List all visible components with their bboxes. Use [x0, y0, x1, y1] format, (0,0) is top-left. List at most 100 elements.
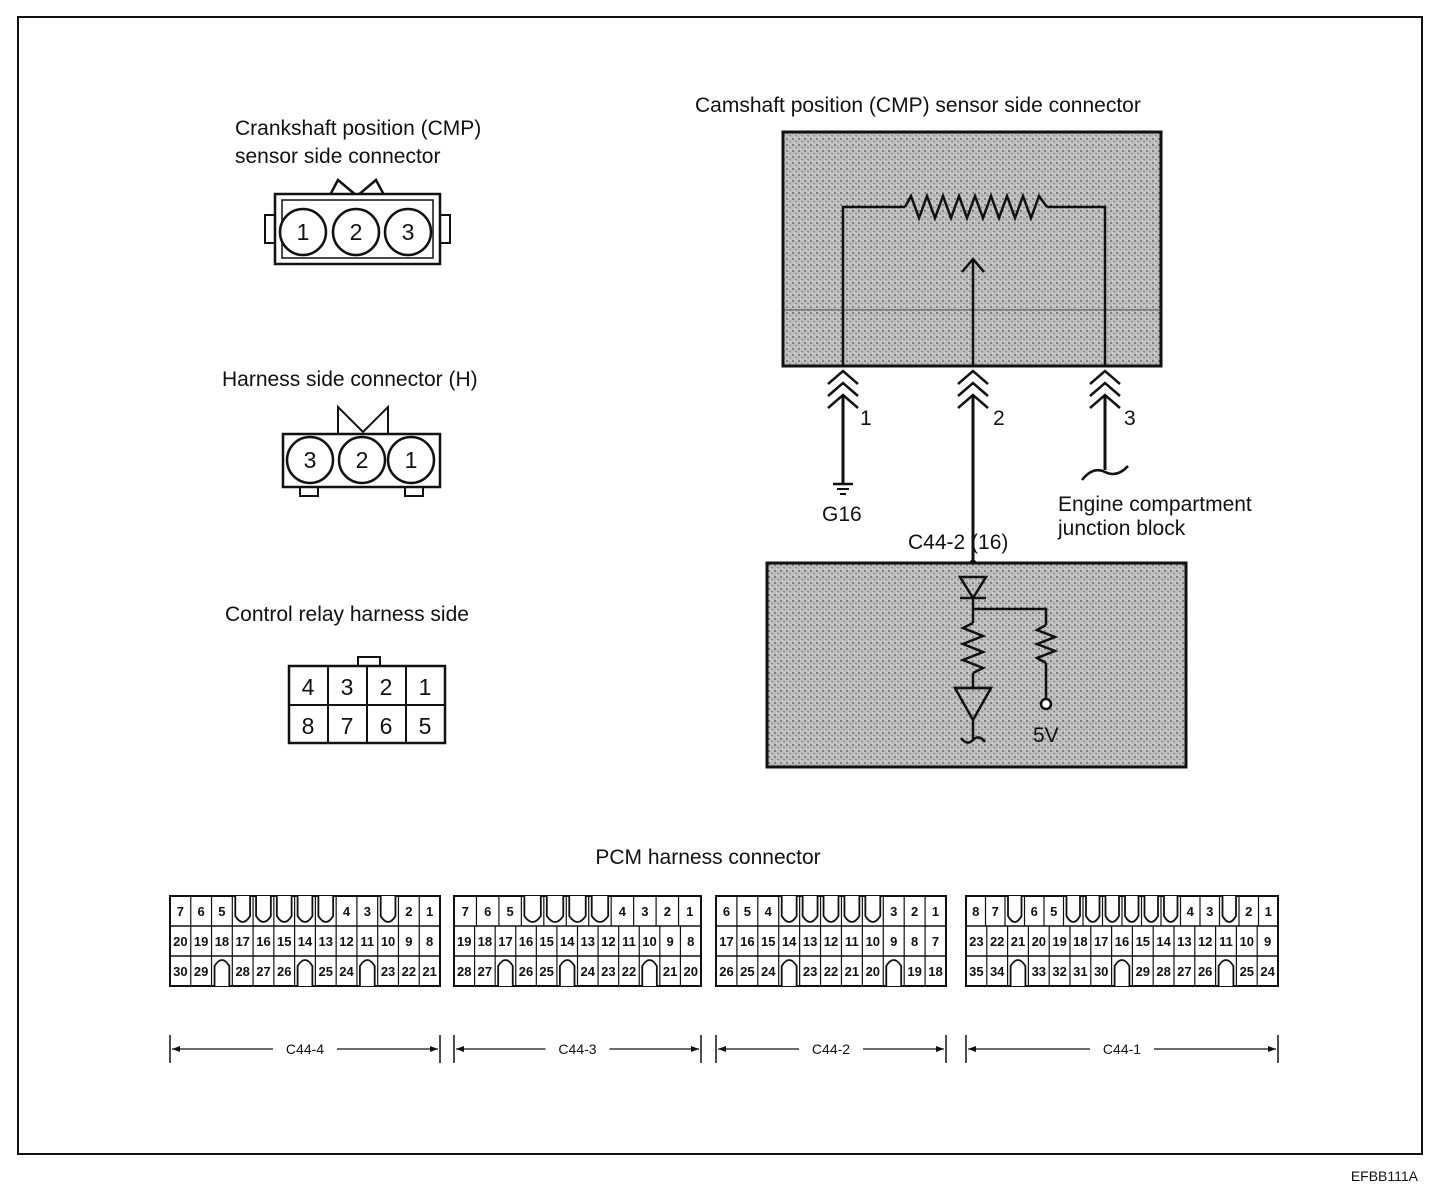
jb-label-line1: Engine compartment — [1058, 493, 1252, 516]
pcm-pin-label: 2 — [1245, 904, 1252, 919]
crank-pin-2: 2 — [350, 219, 363, 245]
pcm-key-notch — [1009, 959, 1027, 986]
pcm-pin-label: 17 — [719, 934, 733, 949]
pcm-pin-label: 5 — [507, 904, 514, 919]
pcm-connector-title: PCM harness connector — [595, 846, 820, 869]
pcm-pin-label: 2 — [664, 904, 671, 919]
crank-connector: Crankshaft position (CMP) sensor side co… — [235, 117, 481, 266]
crank-pin-1: 1 — [297, 219, 310, 245]
pcm-pin-label: 33 — [1032, 964, 1046, 979]
pcm-pin-label: 27 — [256, 964, 270, 979]
pcm-key-notch — [822, 896, 840, 923]
pcm-key-notch — [885, 959, 903, 986]
pcm-key-notch — [559, 959, 576, 986]
pcm-pin-label: 20 — [1032, 934, 1046, 949]
pcm-pin-label: 24 — [581, 964, 596, 979]
pcm-pin-label: 14 — [1156, 934, 1171, 949]
jb-label-line2: junction block — [1057, 517, 1186, 540]
pcm-pin-label: 1 — [686, 904, 693, 919]
pcm-pin-label: 13 — [581, 934, 595, 949]
pcm-pin-label: 14 — [782, 934, 797, 949]
pcm-resistor-icon — [959, 621, 987, 675]
pcm-pin-label: 16 — [740, 934, 754, 949]
pcm-pin-label: 4 — [343, 904, 351, 919]
pcm-pin-label: 23 — [803, 964, 817, 979]
pcm-key-notch — [497, 959, 514, 986]
pcm-pin-label: 28 — [1156, 964, 1170, 979]
pcm-pin-label: 32 — [1052, 964, 1066, 979]
pcm-pin-label: 1 — [1265, 904, 1272, 919]
pcm-key-notch — [1007, 896, 1023, 923]
pcm-pin-label: 18 — [1073, 934, 1087, 949]
pcm-block-label: C44-1 — [1103, 1041, 1141, 1057]
pcm-pin-label: 13 — [1177, 934, 1191, 949]
pcm-pin-label: 30 — [1094, 964, 1108, 979]
pcm-pin-label: 16 — [1115, 934, 1129, 949]
pcm-key-notch — [780, 896, 798, 923]
harness-pin-1: 1 — [405, 447, 418, 473]
pcm-pin-label: 31 — [1073, 964, 1087, 979]
pcm-pin-label: 27 — [478, 964, 492, 979]
pcm-pin-label: 13 — [319, 934, 333, 949]
pcm-key-notch — [255, 896, 272, 923]
pcm-key-notch — [1113, 959, 1131, 986]
pcm-pin-label: 8 — [911, 934, 918, 949]
pcm-pin-label: 5 — [218, 904, 225, 919]
figure-frame — [17, 16, 1423, 1155]
pcm-pin-label: 18 — [478, 934, 492, 949]
pcm-pin-label: 8 — [426, 934, 433, 949]
pcm-pin-label: 2 — [405, 904, 412, 919]
pcm-key-notch — [641, 959, 658, 986]
pcm-pin-label: 28 — [235, 964, 249, 979]
pcm-pin-label: 26 — [1198, 964, 1212, 979]
pcm-key-notch — [359, 959, 376, 986]
pcm-pin-label: 29 — [1136, 964, 1150, 979]
pcm-pin-label: 34 — [990, 964, 1005, 979]
pcm-pin-label: 22 — [622, 964, 636, 979]
pcm-pin-label: 26 — [719, 964, 733, 979]
pcm-key-notch — [801, 896, 819, 923]
pcm-pin-label: 4 — [765, 904, 773, 919]
harness-pin-3: 3 — [304, 447, 317, 473]
pcm-pin-label: 3 — [890, 904, 897, 919]
pcm-key-notch — [1163, 896, 1179, 923]
pcm-pin-label: 6 — [198, 904, 205, 919]
pcm-pin-label: 3 — [641, 904, 648, 919]
pcm-key-notch — [864, 896, 882, 923]
pcm-pin-label: 12 — [824, 934, 838, 949]
pcm-pin-label: 10 — [866, 934, 880, 949]
pcm-key-notch — [275, 896, 293, 923]
pcm-key-notch — [296, 959, 314, 986]
pcm-pin-label: 6 — [484, 904, 491, 919]
pcm-pin-label: 21 — [663, 964, 677, 979]
pcm-pin-label: 10 — [1240, 934, 1254, 949]
pcm-pin-label: 20 — [683, 964, 697, 979]
harness-pin-2: 2 — [356, 447, 369, 473]
pcm-pin-label: 7 — [177, 904, 184, 919]
pcm-key-notch — [1143, 896, 1159, 923]
pcm-pin-label: 16 — [256, 934, 270, 949]
pcm-pin-label: 4 — [619, 904, 627, 919]
pcm-pin-label: 24 — [339, 964, 354, 979]
cmp-schematic: Camshaft position (CMP) sensor side conn… — [695, 94, 1252, 769]
pcm-pin-label: 12 — [601, 934, 615, 949]
pcm-pin-label: 17 — [498, 934, 512, 949]
pcm-key-notch — [296, 896, 314, 923]
pcm-key-notch — [523, 896, 542, 923]
pcm-pin-label: 16 — [519, 934, 533, 949]
pin-3-label: 3 — [1124, 407, 1136, 430]
pcm-pin-label: 22 — [990, 934, 1004, 949]
pcm-pin-label: 15 — [761, 934, 775, 949]
pcm-key-notch — [568, 896, 587, 923]
pcm-pin-label: 19 — [907, 964, 921, 979]
wire-pin-3: 3 Engine compartment junction block — [1057, 369, 1252, 540]
relay-pin-4: 4 — [302, 674, 315, 700]
figure-code: EFBB111A — [1351, 1168, 1419, 1184]
pcm-key-notch — [213, 959, 231, 986]
pcm-key-notch — [1124, 896, 1140, 923]
pcm-pin-label: 27 — [1177, 964, 1191, 979]
pcm-block-label: C44-3 — [558, 1041, 596, 1057]
pcm-pin-label: 18 — [928, 964, 942, 979]
pcm-key-notch — [780, 959, 798, 986]
